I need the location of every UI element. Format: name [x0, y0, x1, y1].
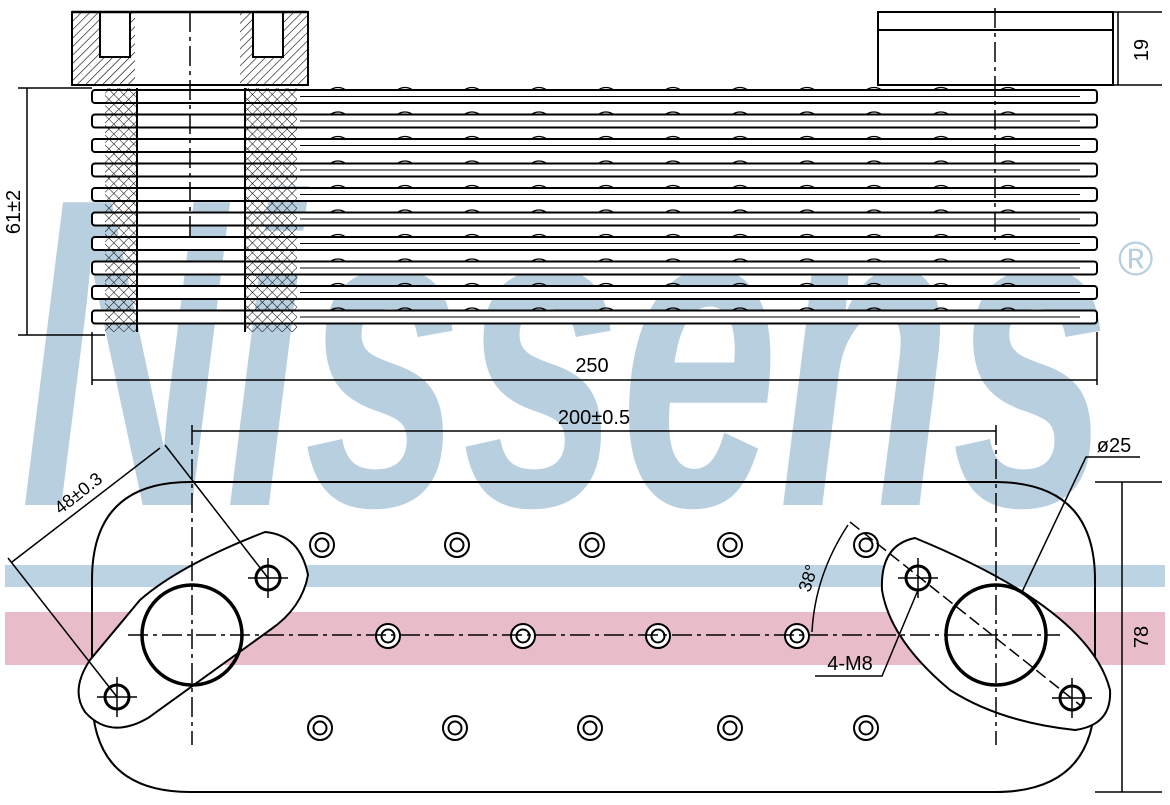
plate-dimple — [717, 532, 743, 558]
cooler-plate — [91, 184, 1098, 202]
right-diagonal-center — [849, 521, 1081, 706]
left-fitting-bore-2 — [252, 11, 284, 58]
side-view — [18, 8, 1162, 385]
plate-dimple — [442, 715, 468, 741]
plate-dimple — [717, 715, 743, 741]
dim-label-200: 200±0.5 — [558, 407, 630, 429]
dim-m8-leader — [815, 589, 919, 677]
plate-dimple — [510, 623, 536, 649]
dim-label-78: 78 — [1131, 626, 1153, 648]
dim-25-leader — [1021, 456, 1140, 593]
dimples — [307, 532, 879, 741]
cooler-plate — [91, 111, 1098, 129]
left-flange — [77, 530, 310, 729]
cooler-plate — [91, 209, 1098, 227]
left-column-crosshatch — [105, 88, 137, 332]
plate-dimple — [577, 715, 603, 741]
plate-dimple — [784, 623, 810, 649]
left-fitting-bore-1 — [99, 11, 131, 58]
top-view — [7, 425, 1162, 793]
right-column-crosshatch — [245, 88, 297, 332]
dim-38-arc — [811, 524, 849, 633]
cooler-plate — [91, 135, 1098, 153]
watermark-brand: Nissens — [20, 108, 1110, 599]
plate-dimple — [307, 715, 333, 741]
cooler-plate — [91, 160, 1098, 178]
dim-label-m8: 4-M8 — [827, 653, 873, 675]
dim-48-line — [11, 447, 161, 563]
plate-dimple — [853, 715, 879, 741]
dim-label-250: 250 — [575, 355, 608, 377]
dim-label-61: 61±2 — [3, 190, 25, 234]
plate-dimple — [444, 532, 470, 558]
dim-48-ext-a — [164, 444, 269, 579]
cooler-plate — [91, 86, 1098, 104]
plate-dimple — [853, 532, 879, 558]
watermark-registered-mark: ® — [1118, 233, 1153, 286]
plate-dimple — [375, 623, 401, 649]
cooler-plate — [91, 233, 1098, 251]
plate-outline — [91, 481, 1096, 793]
cooler-plate — [91, 307, 1098, 325]
cooler-plate — [91, 258, 1098, 276]
plate-dimple — [579, 532, 605, 558]
dim-label-19: 19 — [1131, 39, 1153, 61]
dim-label-25: ø25 — [1097, 435, 1131, 457]
plate-stack — [91, 86, 1098, 325]
plate-dimple — [309, 532, 335, 558]
cooler-plate — [91, 282, 1098, 300]
dim-48-ext-b — [7, 557, 118, 698]
plate-dimple — [645, 623, 671, 649]
